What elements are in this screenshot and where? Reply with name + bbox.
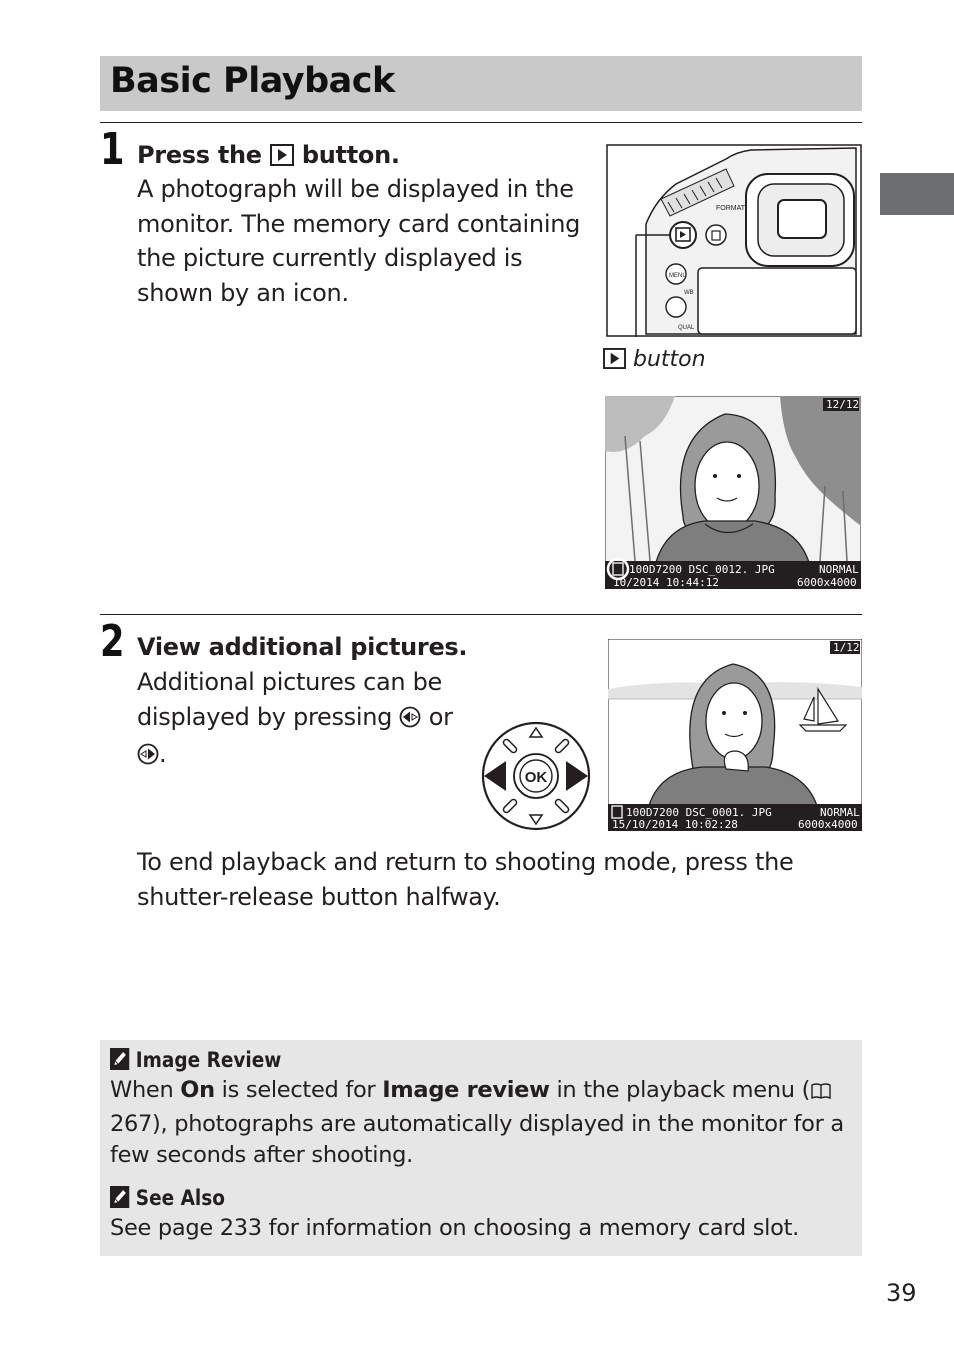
note-2-title: See Also (135, 1186, 225, 1210)
step-2-or: or (428, 702, 453, 731)
format-label: FORMAT (716, 205, 746, 212)
book-reference-icon (810, 1078, 832, 1109)
note-see-also-heading: See Also (110, 1184, 225, 1215)
step-2-body-line3: . (137, 737, 477, 775)
multi-selector-right-icon (137, 740, 159, 775)
page-number: 39 (886, 1279, 917, 1307)
note-1-text-a: When (110, 1077, 181, 1103)
note-see-also-body: See page 233 for information on choosing… (110, 1215, 799, 1241)
menu-label: MENU (669, 273, 687, 279)
chapter-tab (880, 173, 954, 215)
step-2-body: Additional pictures can be displayed by … (137, 665, 477, 775)
note-1-text-b: is selected for (214, 1077, 383, 1103)
playback-button-icon (269, 142, 294, 174)
step-1-heading-end: button. (301, 141, 400, 169)
step-2-period: . (159, 740, 167, 768)
pencil-note-icon (110, 1186, 130, 1215)
qual-label: QUAL (678, 325, 695, 331)
note-1-title: Image Review (135, 1048, 282, 1072)
pencil-note-icon (110, 1048, 130, 1077)
note-image-review-heading: Image Review (110, 1046, 281, 1077)
screen-1-line1-right: NORMAL (819, 563, 859, 576)
screen-2-line1-left: 100D7200 DSC_0001. JPG (626, 806, 772, 819)
screen-1-counter: 12/12 (826, 398, 859, 411)
step-2-heading: View additional pictures. (137, 633, 468, 661)
end-playback-text: To end playback and return to shooting m… (137, 848, 794, 911)
playback-screen-2: 1/12 100D7200 DSC_0001. JPG NORMAL 15/10… (608, 639, 862, 831)
step-rule (100, 614, 862, 615)
caption-text: button (633, 347, 706, 372)
memory-card-icon-highlight (606, 557, 630, 581)
step-1-body: A photograph will be displayed in the mo… (137, 175, 581, 307)
step-1-number: 1 (100, 124, 125, 175)
camera-back-illustration: FORMAT MENU WB QUAL (606, 144, 862, 337)
multi-selector-left-icon (399, 703, 421, 738)
note-1-page-ref[interactable]: 267 (110, 1111, 153, 1137)
screen-1-line2-left: 10/2014 10:44:12 (613, 576, 719, 589)
title-bar (100, 56, 862, 111)
note-image-review-body: When On is selected for Image review in … (110, 1075, 855, 1171)
playback-button-caption: button (603, 346, 706, 377)
notes-box (100, 1040, 862, 1256)
wb-label: WB (684, 290, 694, 296)
ok-label: OK (525, 769, 548, 786)
step-1-heading: Press the button. (137, 139, 400, 174)
step-2-body-line2: displayed by pressing or (137, 700, 477, 738)
step-2-body-line1: Additional pictures can be (137, 668, 443, 696)
section-rule (100, 122, 862, 123)
playback-caption-icon (603, 348, 626, 377)
screen-2-counter: 1/12 (833, 641, 860, 654)
page-title: Basic Playback (110, 61, 395, 101)
screen-2-line2-left: 15/10/2014 10:02:28 (612, 818, 738, 831)
note-1-text-c: in the playback menu ( (549, 1077, 811, 1103)
screen-2-line1-right: NORMAL (820, 806, 860, 819)
screen-1-line2-right: 6000x4000 (797, 576, 857, 589)
note-1-bold-on: On (180, 1077, 215, 1103)
step-2-body-text: displayed by pressing (137, 702, 393, 731)
step-1-heading-start: Press the (137, 141, 262, 169)
step-2-number: 2 (100, 616, 125, 667)
note-1-text-d: ), photographs are automatically display… (110, 1111, 844, 1168)
screen-1-line1-left: 100D7200 DSC_0012. JPG (629, 563, 775, 576)
multi-selector-diagram: OK (481, 721, 591, 831)
playback-screen-1: 12/12 100D7200 DSC_0012. JPG NORMAL 10/2… (605, 396, 861, 589)
note-1-bold-image-review: Image review (382, 1077, 550, 1103)
screen-2-line2-right: 6000x4000 (798, 818, 858, 831)
